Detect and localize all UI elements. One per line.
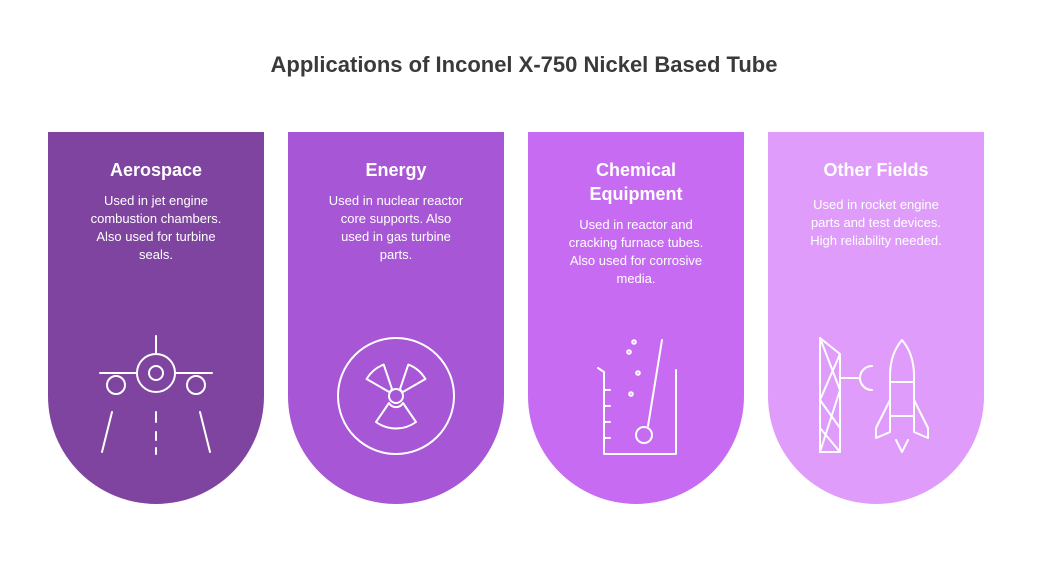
card-title: Aerospace bbox=[109, 160, 203, 180]
card-description: Used in nuclear reactor core supports. A… bbox=[328, 193, 464, 262]
page-title: Applications of Inconel X-750 Nickel Bas… bbox=[270, 52, 778, 77]
card-title: Chemical Equipment bbox=[589, 160, 683, 204]
card-title: Energy bbox=[365, 160, 427, 180]
card-description: Used in jet engine combustion chambers. … bbox=[90, 193, 222, 262]
radiation-icon bbox=[336, 328, 456, 464]
card-aerospace: Aerospace Used in jet engine combustion … bbox=[48, 132, 264, 504]
card-description: Used in reactor and cracking furnace tub… bbox=[568, 217, 704, 286]
beaker-icon bbox=[576, 328, 696, 464]
card-title: Other Fields bbox=[823, 160, 929, 180]
airplane-runway-icon bbox=[96, 328, 216, 464]
card-other-fields: Other Fields Used in rocket engine parts… bbox=[768, 132, 984, 504]
card-chemical-equipment: Chemical Equipment Used in reactor and c… bbox=[528, 132, 744, 504]
card-energy: Energy Used in nuclear reactor core supp… bbox=[288, 132, 504, 504]
card-description: Used in rocket engine parts and test dev… bbox=[810, 197, 942, 248]
rocket-launch-tower-icon bbox=[816, 328, 936, 464]
